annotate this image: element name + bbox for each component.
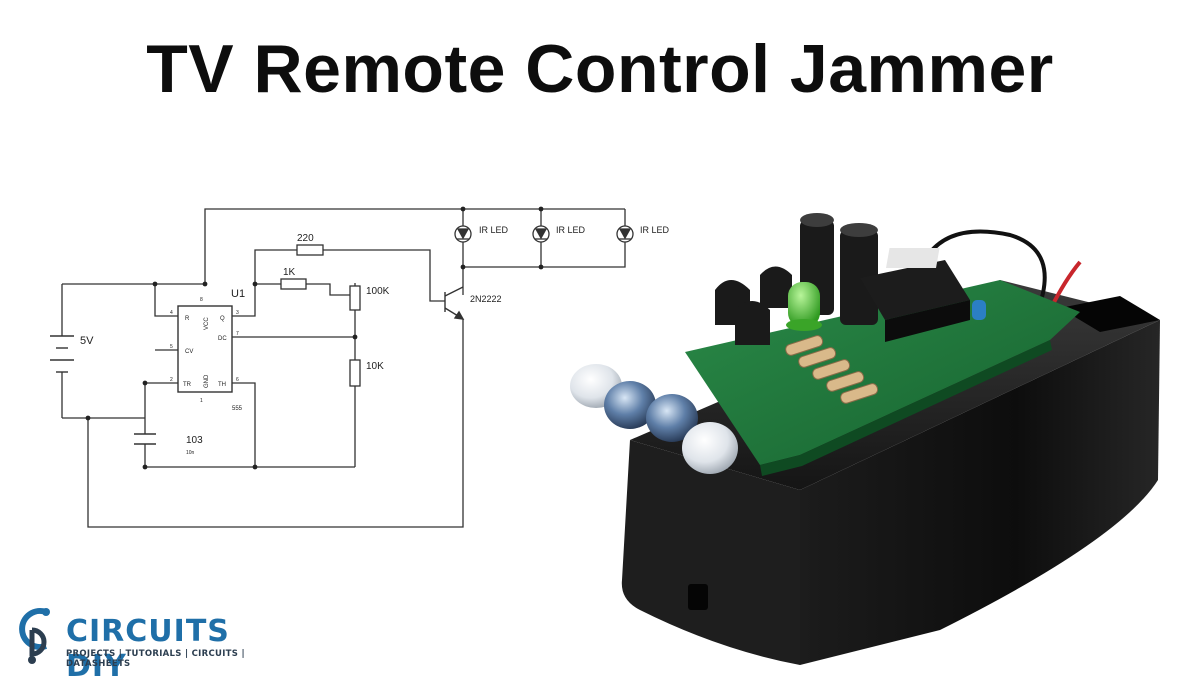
black-wire (918, 229, 1047, 311)
case-switch (688, 584, 708, 610)
pin-trig-number: 2 (170, 377, 173, 383)
green-led (786, 282, 822, 331)
ir-led-label-1: IR LED (479, 225, 509, 235)
resistor-1k (280, 278, 307, 290)
device-photo-illustration (570, 213, 1160, 665)
resistor-220 (296, 244, 324, 256)
ir-led-1 (454, 225, 472, 243)
transistor-2n2222 (444, 286, 465, 320)
pin-disch-label: DC (218, 336, 227, 342)
ic-part-label: 555 (232, 406, 243, 412)
pin-gnd-label: GND (204, 374, 210, 388)
ir-leds-front (570, 364, 738, 474)
pin-thr-label: TH (218, 382, 226, 388)
ir-led-label-3: IR LED (640, 225, 670, 235)
ic-chip (860, 248, 970, 342)
battery-symbol (50, 335, 74, 373)
junction-dots (85, 206, 544, 470)
pin-trig-label: TR (183, 382, 192, 388)
capacitor-symbol (134, 433, 156, 445)
pin-vcc-number: 8 (200, 297, 203, 303)
resistors-row (785, 335, 879, 404)
pcb-board (685, 280, 1080, 465)
pin-disch-number: 7 (236, 331, 239, 337)
transistor-label: 2N2222 (470, 294, 502, 304)
supply-voltage-label: 5V (80, 335, 94, 347)
ic-555: U1 555 R 4 8 VCC CV 5 TR 2 GND 1 Q 3 DC … (170, 288, 245, 412)
pin-cv-label: CV (185, 349, 193, 355)
pin-out-number: 3 (236, 310, 239, 316)
pin-vcc-label: VCC (204, 317, 210, 330)
circuits-diy-logo: CIRCUITS DIY PROJECTS | TUTORIALS | CIRC… (16, 606, 296, 684)
pin-reset-number: 4 (170, 310, 173, 316)
ic-ref-label: U1 (231, 288, 245, 300)
resistor-1k-label: 1K (283, 267, 296, 278)
transistors (715, 266, 792, 345)
circuit-schematic: U1 555 R 4 8 VCC CV 5 TR 2 GND 1 Q 3 DC … (50, 206, 670, 528)
page-title: TV Remote Control Jammer (146, 31, 1054, 107)
capacitor-sub-label: 10n (186, 450, 195, 456)
ir-led-label-2: IR LED (556, 225, 586, 235)
resistor-10k-label: 10K (366, 361, 384, 372)
pin-thr-number: 6 (236, 377, 239, 383)
potentiometer-label: 100K (366, 286, 390, 297)
pin-gnd-number: 1 (200, 398, 203, 404)
resistor-10k (349, 359, 361, 387)
logo-icon (19, 608, 50, 664)
pin-cv-number: 5 (170, 344, 173, 350)
pin-reset-label: R (185, 316, 190, 322)
resistor-220-label: 220 (297, 233, 314, 244)
capacitor-label: 103 (186, 435, 203, 446)
ir-led-3 (616, 225, 634, 243)
ceramic-capacitor (972, 300, 986, 320)
ir-led-2 (532, 225, 550, 243)
pin-out-label: Q (220, 316, 225, 322)
logo-tagline: PROJECTS | TUTORIALS | CIRCUITS | DATASH… (66, 649, 245, 669)
schematic-wires (61, 208, 626, 528)
potentiometer-100k (349, 285, 361, 311)
